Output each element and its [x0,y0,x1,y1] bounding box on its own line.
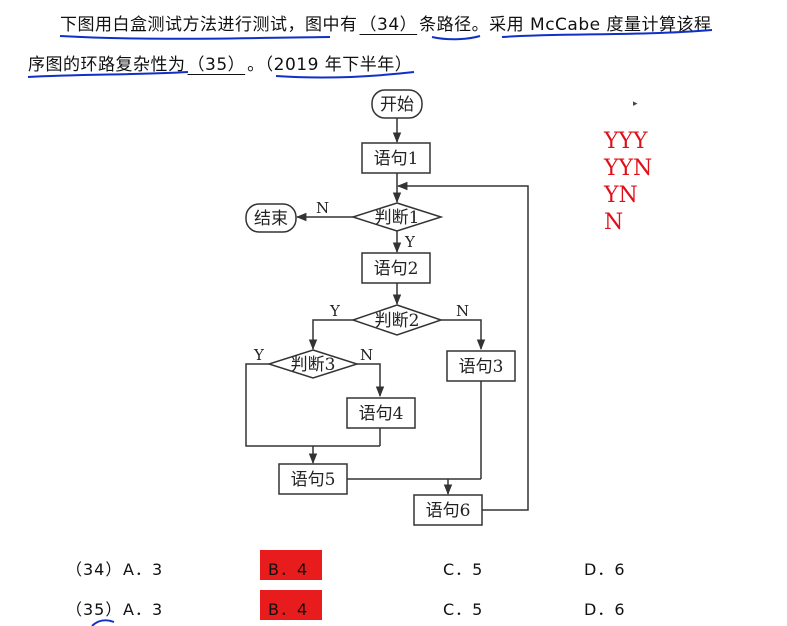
path-note: N [604,210,624,235]
mouse-cursor-icon: ▸ [633,99,638,109]
decision2-diamond [350,304,444,336]
ink-underline-5 [275,71,415,79]
ink-underline-2 [431,35,481,41]
option-d[interactable]: D．6 [584,560,626,579]
stmt1-box [361,142,431,174]
stmt2-box [361,252,431,284]
start-label: 开始 [380,95,414,115]
ink-underline-4 [27,71,189,78]
decision1-n-label: N [316,199,329,217]
decision2-n-label: N [456,302,469,320]
stmt6-label: 语句6 [426,501,471,521]
stmt3-label: 语句3 [459,357,504,377]
edge-decision2-stmt3 [441,319,486,351]
end-label: 结束 [254,209,288,229]
flowchart: 开始 语句1 判断1 结束 N Y 语句2 判断2 Y N 判断3 Y N 语句… [245,89,529,526]
stmt4-box [346,397,416,429]
blank-35: （35） [187,55,246,75]
decision3-label: 判断3 [291,355,336,375]
decision2-label: 判断2 [375,311,420,331]
stmt5-box [278,463,348,495]
option-b-highlighted[interactable]: B．4 [260,550,322,580]
edge-stmt6-loop [396,181,529,511]
ink-underline-3 [501,29,713,38]
question-text-part3: 序图的环路复杂性为 [28,55,186,75]
question-text-part1: 下图用白盒测试方法进行测试，图中有 [60,15,358,35]
stmt5-label: 语句5 [291,470,336,490]
question-number: （35） [66,600,123,619]
option-b-highlighted[interactable]: B．4 [260,590,322,620]
stmt3-box [446,350,516,382]
option-c[interactable]: C．5 [443,600,484,619]
option-d[interactable]: D．6 [584,600,626,619]
question-line-2: 序图的环路复杂性为（35）。（2019 年下半年） [28,50,412,75]
decision3-n-label: N [360,346,373,364]
question-text-part2: 条路径。采用 McCabe 度量计算该程 [419,15,712,35]
question-number: （34） [66,560,123,579]
ink-underline-1 [59,35,331,40]
path-note: YYN [604,156,653,181]
decision1-y-label: Y [404,233,416,251]
question-line-1: 下图用白盒测试方法进行测试，图中有（34）条路径。采用 McCabe 度量计算该… [60,10,712,35]
decision1-label: 判断1 [375,208,420,228]
decision3-diamond [266,349,360,379]
end-node [245,203,297,233]
answer-row-34: （34） A．3 B．4 C．5 D．6 [0,550,787,580]
option-a[interactable]: A．3 [123,560,164,579]
question-text-part4: 。（2019 年下半年） [247,55,413,75]
decision2-y-label: Y [329,302,341,320]
answer-row-35: （35） A．3 B．4 C．5 D．6 [0,590,787,620]
option-a[interactable]: A．3 [123,600,164,619]
decision3-y-label: Y [253,346,265,364]
edge-decision2-decision3 [308,319,353,351]
stmt4-label: 语句4 [359,404,404,424]
blank-34: （34） [359,15,418,35]
option-c[interactable]: C．5 [443,560,484,579]
stmt1-label: 语句1 [374,149,419,169]
ink-mark [91,619,115,626]
edge-decision3-stmt4 [357,363,385,398]
path-notes: YYY YYN YN N [604,128,652,236]
stmt6-box [413,494,483,526]
path-note: YYY [604,129,648,154]
path-note: YN [604,183,638,208]
stmt2-label: 语句2 [374,259,419,279]
